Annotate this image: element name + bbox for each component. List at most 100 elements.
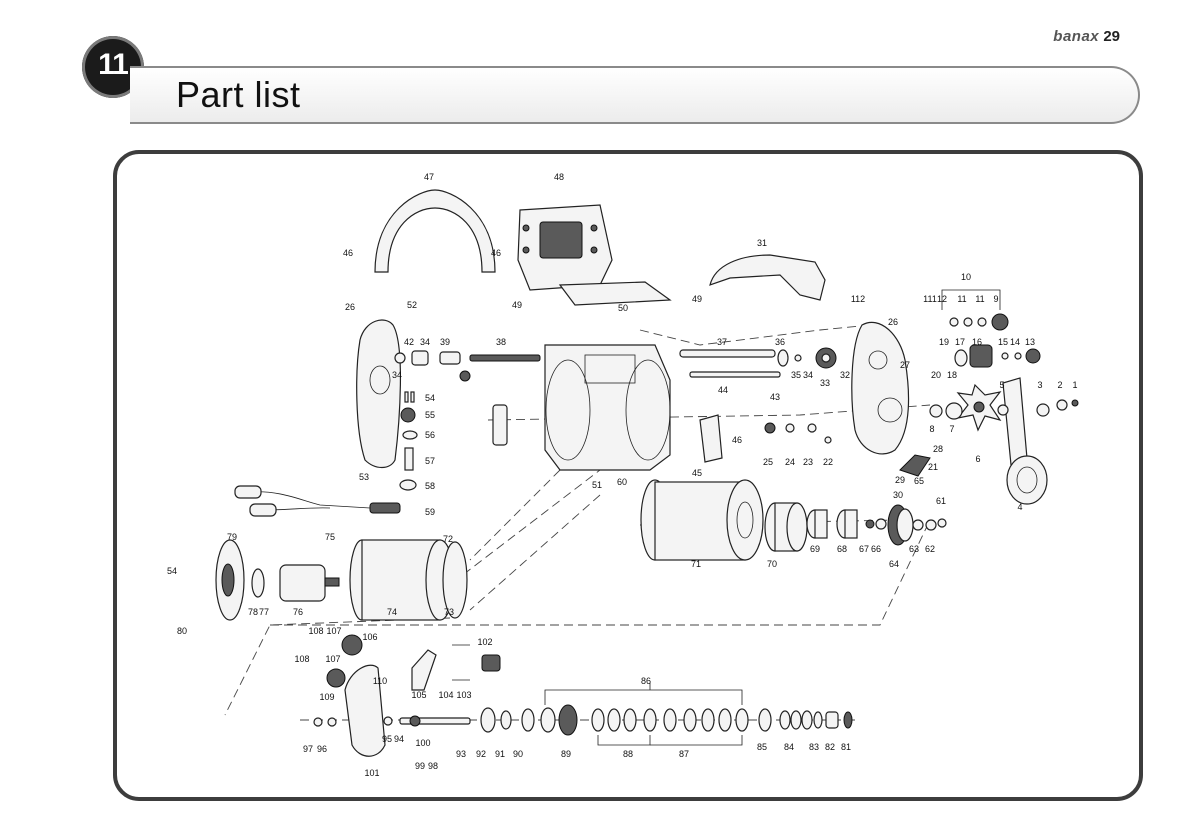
- part-label-93: 93: [456, 749, 466, 759]
- part-label-16: 16: [972, 337, 982, 347]
- section-number: 11: [98, 48, 129, 81]
- part-label-46: 46: [491, 248, 501, 258]
- motor-76: [251, 564, 340, 602]
- part-label-109: 109: [319, 692, 334, 702]
- part-label-39: 39: [440, 337, 450, 347]
- top-cover-31: [709, 254, 826, 301]
- part-label-106: 106: [362, 632, 377, 642]
- part-label-23: 23: [803, 457, 813, 467]
- part-label-82: 82: [825, 742, 835, 752]
- part-label-83: 83: [809, 742, 819, 752]
- part-label-81: 81: [841, 742, 851, 752]
- part-label-85: 85: [757, 742, 767, 752]
- part-label-34: 34: [803, 370, 813, 380]
- part-label-108: 108: [294, 654, 309, 664]
- brand-logo: banax: [1053, 28, 1100, 45]
- display-unit-48: [517, 204, 672, 306]
- title-bar: [130, 66, 1140, 124]
- rods-37-44: [679, 349, 781, 378]
- part-label-99: 99: [415, 761, 425, 771]
- part-label-66: 66: [871, 544, 881, 554]
- part-label-49: 49: [692, 294, 702, 304]
- part-label-21: 21: [928, 462, 938, 472]
- gear-plate-101: [313, 634, 386, 757]
- part-label-17: 17: [955, 337, 965, 347]
- part-label-65: 65: [914, 476, 924, 486]
- part-label-54: 54: [167, 566, 177, 576]
- part-label-64: 64: [889, 559, 899, 569]
- part-label-38: 38: [496, 337, 506, 347]
- part-label-37: 37: [717, 337, 727, 347]
- part-label-32: 32: [840, 370, 850, 380]
- part-label-100: 100: [415, 738, 430, 748]
- part-label-34: 34: [392, 370, 402, 380]
- part-label-46: 46: [732, 435, 742, 445]
- power-cord-59: [234, 485, 401, 517]
- part-label-98: 98: [428, 761, 438, 771]
- part-label-80: 80: [177, 626, 187, 636]
- side-plate-112: [851, 321, 910, 455]
- part-label-11: 11: [957, 294, 966, 304]
- knob-stack-55-58: [399, 391, 418, 491]
- worm-shaft-38: [394, 350, 541, 382]
- part-label-4: 4: [1017, 502, 1022, 512]
- part-label-2: 2: [1057, 380, 1062, 390]
- part-label-84: 84: [784, 742, 794, 752]
- part-label-60: 60: [617, 477, 627, 487]
- part-label-52: 52: [407, 300, 417, 310]
- part-label-57: 57: [425, 456, 435, 466]
- part-label-86: 86: [641, 676, 651, 686]
- part-label-44: 44: [718, 385, 728, 395]
- gear-64: [887, 504, 947, 546]
- part-label-19: 19: [939, 337, 949, 347]
- part-label-18: 18: [947, 370, 957, 380]
- part-label-111: 111: [923, 294, 937, 304]
- part-label-59: 59: [425, 507, 435, 517]
- part-label-89: 89: [561, 749, 571, 759]
- part-label-101: 101: [364, 768, 379, 778]
- part-label-108: 108: [308, 626, 323, 636]
- part-label-28: 28: [933, 444, 943, 454]
- side-plate-53: [356, 319, 401, 469]
- part-label-58: 58: [425, 481, 435, 491]
- spool-gear-70: [764, 502, 808, 552]
- part-label-42: 42: [404, 337, 414, 347]
- part-label-13: 13: [1025, 337, 1035, 347]
- clamp-21: [899, 454, 931, 477]
- drive-gear-stack: [480, 704, 853, 736]
- part-label-78: 78: [248, 607, 258, 617]
- part-label-8: 8: [929, 424, 934, 434]
- clutch-plates-68-69: [806, 509, 887, 539]
- gears-33-36: [777, 347, 837, 369]
- part-label-15: 15: [998, 337, 1008, 347]
- part-label-5: 5: [999, 380, 1004, 390]
- star-drag-6: [956, 383, 1002, 432]
- part-label-7: 7: [949, 424, 954, 434]
- page-number: 29: [1103, 28, 1120, 45]
- part-label-87: 87: [679, 749, 689, 759]
- part-label-97: 97: [303, 744, 313, 754]
- part-label-53: 53: [359, 472, 369, 482]
- part-label-1: 1: [1072, 380, 1077, 390]
- bolts-22-25: [764, 422, 832, 444]
- part-label-30: 30: [893, 490, 903, 500]
- part-label-112: 112: [851, 294, 865, 304]
- part-label-24: 24: [785, 457, 795, 467]
- diagram-frame: [113, 150, 1143, 801]
- part-label-11: 11: [975, 294, 984, 304]
- part-label-73: 73: [444, 607, 454, 617]
- part-label-26: 26: [888, 317, 898, 327]
- part-label-110: 110: [373, 676, 387, 686]
- motor-housing-74: [349, 539, 468, 621]
- part-label-71: 71: [691, 559, 701, 569]
- part-label-69: 69: [810, 544, 820, 554]
- part-label-70: 70: [767, 559, 777, 569]
- part-label-35: 35: [791, 370, 801, 380]
- part-label-43: 43: [770, 392, 780, 402]
- part-label-77: 77: [259, 607, 269, 617]
- part-label-26: 26: [345, 302, 355, 312]
- bracket-45: [492, 404, 723, 463]
- shaft-93: [383, 715, 471, 727]
